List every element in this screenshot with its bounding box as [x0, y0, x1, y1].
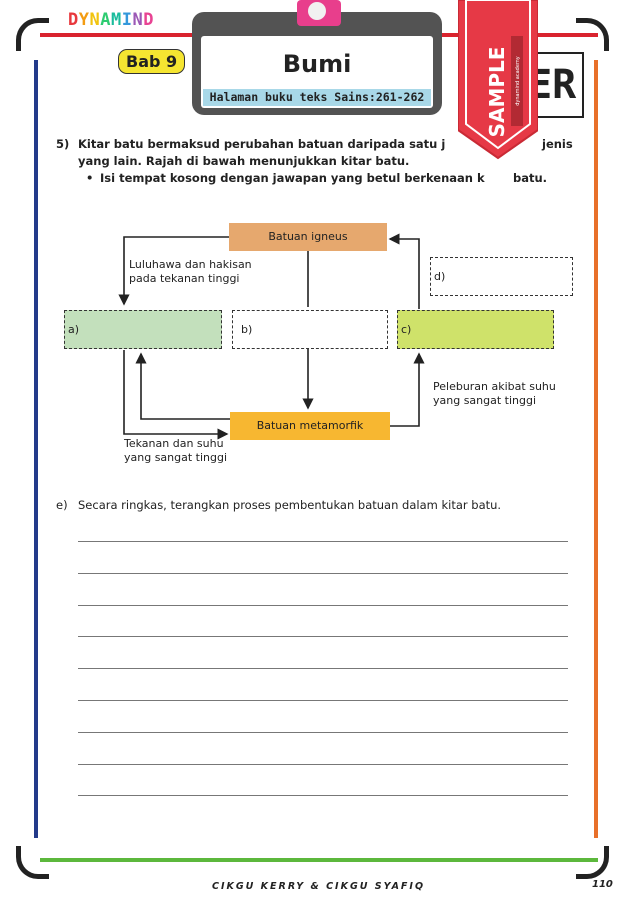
frame-left-bar	[34, 60, 38, 838]
corner-logo-text: VER	[538, 62, 577, 108]
question-line-1-end: jenis	[542, 137, 573, 151]
answer-box-c[interactable]: c)	[397, 310, 554, 349]
brand-letter: Y	[78, 10, 90, 30]
metamorphic-rock-label: Batuan metamorfik	[256, 419, 364, 432]
part-e-question: Secara ringkas, terangkan proses pembent…	[78, 498, 502, 512]
igneous-rock-box: Batuan igneus	[229, 223, 387, 251]
corner-top-right	[576, 18, 609, 51]
bullet-dot: •	[86, 171, 94, 185]
page-number: 110	[592, 879, 613, 890]
answer-line[interactable]	[78, 795, 568, 797]
brand-letter: A	[100, 10, 111, 30]
question-line-2: yang lain. Rajah di bawah menunjukkan ki…	[78, 154, 410, 168]
question-instruction-end: batu.	[513, 171, 548, 185]
weathering-label-line-1: Luluhawa dan hakisan	[129, 258, 252, 271]
page-title: Bumi	[282, 50, 352, 78]
question-instruction: Isi tempat kosong dengan jawapan yang be…	[100, 171, 485, 185]
frame-right-bar	[594, 60, 598, 838]
brand-letter: D	[68, 10, 79, 30]
answer-box-c-label: c)	[401, 323, 412, 336]
corner-bottom-right	[576, 846, 609, 879]
metamorphic-rock-box: Batuan metamorfik	[230, 412, 390, 440]
textbook-pages: Halaman buku teks Sains:261-262	[203, 89, 431, 106]
corner-logo-box: VER	[536, 52, 584, 118]
corner-bottom-left	[16, 846, 49, 879]
brand-letter: M	[111, 10, 122, 30]
answer-line[interactable]	[78, 668, 568, 670]
brand-letter: I	[121, 10, 133, 30]
answer-box-d-label: d)	[434, 270, 446, 283]
answer-line[interactable]	[78, 572, 568, 574]
answer-box-b[interactable]: b)	[232, 310, 388, 349]
answer-box-d[interactable]: d)	[430, 257, 573, 296]
answer-box-a[interactable]: a)	[64, 310, 222, 349]
question-line-1: Kitar batu bermaksud perubahan batuan da…	[78, 137, 446, 151]
question-number: 5)	[56, 137, 70, 151]
answer-line[interactable]	[78, 541, 568, 542]
brand-letter: D	[143, 10, 154, 30]
badge-clip-hole	[308, 2, 326, 20]
answer-line[interactable]	[78, 731, 568, 733]
melting-label-line-1: Peleburan akibat suhu	[433, 380, 556, 393]
melting-label-line-2: yang sangat tinggi	[433, 394, 537, 407]
brand-letter: N	[132, 10, 144, 30]
pressure-label-line-2: yang sangat tinggi	[124, 451, 228, 464]
igneous-rock-label: Batuan igneus	[268, 230, 348, 243]
answer-box-b-label: b)	[241, 323, 253, 336]
sample-watermark-text: SAMPLE	[485, 47, 509, 138]
pressure-label-line-1: Tekanan dan suhu	[124, 437, 224, 450]
answer-line[interactable]	[78, 763, 568, 765]
weathering-label-line-2: pada tekanan tinggi	[129, 272, 240, 285]
answer-line[interactable]	[78, 700, 568, 701]
brand-letter: N	[89, 10, 101, 30]
sample-watermark-small: dynamind academy	[515, 56, 521, 106]
answer-box-a-label: a)	[68, 323, 80, 336]
footer-authors: CIKGU KERRY & CIKGU SYAFIQ	[212, 881, 426, 892]
sample-ribbon: SAMPLE dynamind academy	[458, 0, 538, 160]
brand-logo: DYNAMIND	[66, 10, 156, 30]
answer-line[interactable]	[78, 636, 568, 638]
frame-bottom-bar	[40, 858, 598, 862]
part-e-label: e)	[56, 498, 68, 512]
answer-line[interactable]	[78, 604, 568, 606]
corner-top-left	[16, 18, 49, 51]
chapter-badge: Bab 9	[118, 49, 186, 74]
